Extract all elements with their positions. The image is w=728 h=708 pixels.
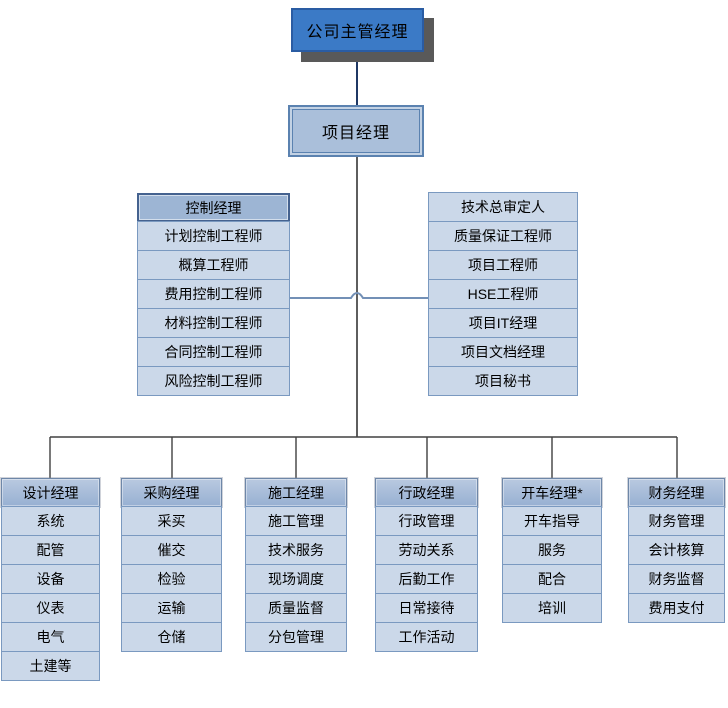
company-director-node: 公司主管经理 xyxy=(291,8,424,52)
org-cell: 分包管理 xyxy=(245,622,347,652)
control-manager-column: 控制经理 计划控制工程师概算工程师费用控制工程师材料控制工程师合同控制工程师风险… xyxy=(137,193,290,396)
org-cell: 检验 xyxy=(121,564,222,594)
org-cell: 概算工程师 xyxy=(137,250,290,280)
org-cell: 系统 xyxy=(1,506,100,536)
org-cell: 设备 xyxy=(1,564,100,594)
control-manager-list: 计划控制工程师概算工程师费用控制工程师材料控制工程师合同控制工程师风险控制工程师 xyxy=(137,221,290,396)
design-dept-list: 系统配管设备仪表电气土建等 xyxy=(1,506,100,681)
org-cell: 计划控制工程师 xyxy=(137,221,290,251)
org-cell: 日常接待 xyxy=(375,593,478,623)
finance-manager-header: 财务经理 xyxy=(628,478,725,507)
org-cell: 项目文档经理 xyxy=(428,337,578,367)
org-cell: 技术总审定人 xyxy=(428,192,578,222)
org-cell: 费用支付 xyxy=(628,593,725,623)
org-cell: HSE工程师 xyxy=(428,279,578,309)
org-cell: 现场调度 xyxy=(245,564,347,594)
org-cell: 开车指导 xyxy=(502,506,602,536)
org-cell: 培训 xyxy=(502,593,602,623)
construction-dept-list: 施工管理技术服务现场调度质量监督分包管理 xyxy=(245,506,347,652)
admin-manager-header: 行政经理 xyxy=(375,478,478,507)
org-cell: 电气 xyxy=(1,622,100,652)
org-cell: 材料控制工程师 xyxy=(137,308,290,338)
org-cell: 工作活动 xyxy=(375,622,478,652)
dept-column-design: 设计经理 系统配管设备仪表电气土建等 xyxy=(1,478,100,681)
org-cell: 质量监督 xyxy=(245,593,347,623)
dept-column-admin: 行政经理 行政管理劳动关系后勤工作日常接待工作活动 xyxy=(375,478,478,652)
org-cell: 项目秘书 xyxy=(428,366,578,396)
org-cell: 风险控制工程师 xyxy=(137,366,290,396)
org-cell: 项目工程师 xyxy=(428,250,578,280)
startup-manager-header: 开车经理* xyxy=(502,478,602,507)
startup-dept-list: 开车指导服务配合培训 xyxy=(502,506,602,623)
org-cell: 会计核算 xyxy=(628,535,725,565)
org-cell: 服务 xyxy=(502,535,602,565)
dept-column-startup: 开车经理* 开车指导服务配合培训 xyxy=(502,478,602,623)
org-cell: 后勤工作 xyxy=(375,564,478,594)
org-cell: 土建等 xyxy=(1,651,100,681)
project-manager-label: 项目经理 xyxy=(292,109,420,153)
org-cell: 财务管理 xyxy=(628,506,725,536)
connector-mid-horizontal xyxy=(290,292,428,299)
org-cell: 配合 xyxy=(502,564,602,594)
design-manager-header: 设计经理 xyxy=(1,478,100,507)
control-manager-header: 控制经理 xyxy=(137,193,290,222)
dept-column-procurement: 采购经理 采买催交检验运输仓储 xyxy=(121,478,222,652)
project-manager-node: 项目经理 xyxy=(288,105,424,157)
construction-manager-header: 施工经理 xyxy=(245,478,347,507)
dept-column-construction: 施工经理 施工管理技术服务现场调度质量监督分包管理 xyxy=(245,478,347,652)
org-cell: 施工管理 xyxy=(245,506,347,536)
org-cell: 仪表 xyxy=(1,593,100,623)
org-cell: 财务监督 xyxy=(628,564,725,594)
org-cell: 催交 xyxy=(121,535,222,565)
org-cell: 费用控制工程师 xyxy=(137,279,290,309)
finance-dept-list: 财务管理会计核算财务监督费用支付 xyxy=(628,506,725,623)
org-cell: 行政管理 xyxy=(375,506,478,536)
admin-dept-list: 行政管理劳动关系后勤工作日常接待工作活动 xyxy=(375,506,478,652)
org-cell: 仓储 xyxy=(121,622,222,652)
procurement-manager-header: 采购经理 xyxy=(121,478,222,507)
org-cell: 技术服务 xyxy=(245,535,347,565)
org-cell: 合同控制工程师 xyxy=(137,337,290,367)
org-cell: 运输 xyxy=(121,593,222,623)
org-cell: 质量保证工程师 xyxy=(428,221,578,251)
org-cell: 劳动关系 xyxy=(375,535,478,565)
org-cell: 项目IT经理 xyxy=(428,308,578,338)
dept-column-finance: 财务经理 财务管理会计核算财务监督费用支付 xyxy=(628,478,725,623)
org-cell: 采买 xyxy=(121,506,222,536)
procurement-dept-list: 采买催交检验运输仓储 xyxy=(121,506,222,652)
org-cell: 配管 xyxy=(1,535,100,565)
